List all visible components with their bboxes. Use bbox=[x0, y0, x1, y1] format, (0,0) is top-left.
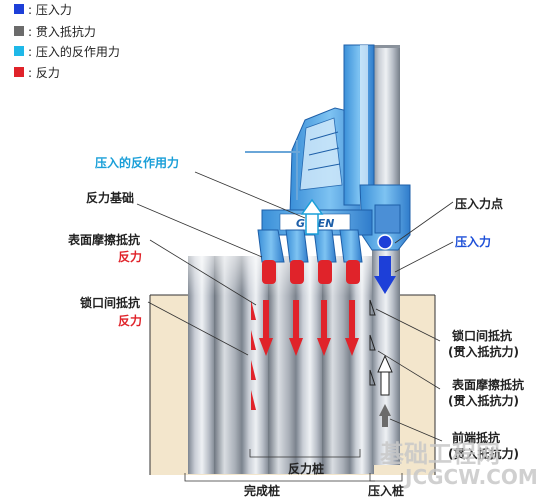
label-reaction-1: 反力 bbox=[118, 249, 142, 264]
leader-lines bbox=[136, 171, 454, 442]
label-reaction-2: 反力 bbox=[118, 313, 142, 328]
legend-resistance: : 贯入抵抗力 bbox=[28, 24, 96, 39]
label-reaction-pile: 反力桩 bbox=[288, 461, 324, 476]
label-surface-friction-right: 表面摩擦抵抗 bbox=[451, 377, 524, 392]
legend-reaction-press: : 压入的反作用力 bbox=[28, 44, 120, 59]
legend-swatch-resistance bbox=[14, 26, 24, 36]
label-tip-resist-sub: (贯入抵抗力) bbox=[448, 446, 519, 461]
reaction-arrows bbox=[251, 300, 359, 410]
legend-reaction: : 反力 bbox=[28, 66, 60, 80]
label-press-point: 压入力点 bbox=[455, 196, 503, 211]
label-finished-pile: 完成桩 bbox=[244, 483, 280, 498]
watermark-cn: 基础工程网 bbox=[380, 440, 500, 468]
press-in-pile bbox=[372, 45, 400, 465]
press-force-arrow bbox=[374, 256, 396, 294]
legend-swatch-press bbox=[14, 4, 24, 14]
press-machine bbox=[245, 44, 411, 284]
label-surface-friction: 表面摩擦抵抗 bbox=[67, 232, 140, 247]
watermark-url: JCGCW.COM bbox=[403, 465, 538, 489]
label-lock-resist-right-sub: (贯入抵抗力) bbox=[448, 344, 519, 359]
reaction-of-press-arrow bbox=[300, 198, 324, 235]
label-lock-resist: 锁口间抵抗 bbox=[80, 295, 140, 310]
press-point-marker bbox=[377, 234, 393, 250]
label-reaction-base: 反力基础 bbox=[86, 190, 134, 205]
label-press-force: 压入力 bbox=[455, 234, 491, 249]
reaction-piles bbox=[186, 256, 376, 474]
label-press-pile: 压入桩 bbox=[368, 483, 404, 498]
label-surface-friction-right-sub: (贯入抵抗力) bbox=[448, 393, 519, 408]
bottom-brackets bbox=[184, 449, 403, 482]
legend-swatch-reaction-press bbox=[14, 46, 24, 56]
legend-press-force: : 压入力 bbox=[28, 3, 72, 17]
label-lock-resist-right: 锁口间抵抗 bbox=[452, 328, 512, 343]
legend-swatch-reaction bbox=[14, 67, 24, 77]
label-tip-resist: 前端抵抗 bbox=[452, 430, 500, 445]
watermark: 基础工程网 JCGCW.COM bbox=[380, 440, 538, 489]
label-reaction-of-press: 压入的反作用力 bbox=[95, 155, 179, 170]
resistance-arrows bbox=[369, 299, 393, 427]
legend: : 压入力 : 贯入抵抗力 : 压入的反作用力 : 反力 bbox=[14, 3, 120, 80]
